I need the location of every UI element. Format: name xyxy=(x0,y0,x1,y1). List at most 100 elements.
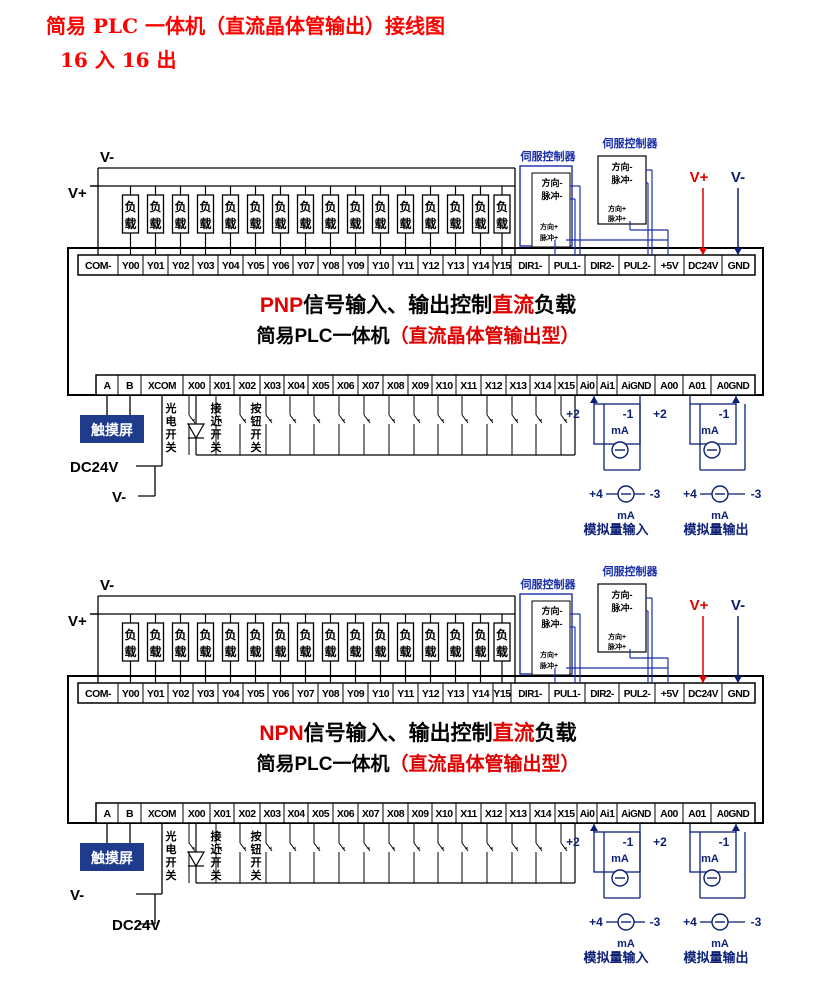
top-terminal-label: Y00 xyxy=(122,260,140,272)
load-label: 载 xyxy=(424,644,436,659)
switch-symbol xyxy=(388,842,396,858)
switch-symbol xyxy=(437,842,445,858)
arrow-head xyxy=(732,824,740,831)
load-label: 负 xyxy=(496,199,508,214)
load-label: 负 xyxy=(249,627,261,642)
bottom-terminal-label: X14 xyxy=(534,808,552,820)
bottom-terminal-label: A xyxy=(103,380,111,392)
sensor-label: 开 xyxy=(166,428,177,441)
load-label: 负 xyxy=(274,627,286,642)
analog-in-ma: mA xyxy=(617,510,635,522)
load-label: 载 xyxy=(274,216,286,231)
sensor-label: 关 xyxy=(166,440,177,454)
top-terminal-label: Y00 xyxy=(122,688,140,700)
servo-pulse: 脉冲- xyxy=(611,602,633,613)
bottom-terminal-label: X08 xyxy=(387,808,405,820)
sensor-label: 光 xyxy=(165,401,177,415)
top-terminal-label: PUL2- xyxy=(624,261,651,272)
load-label: 载 xyxy=(399,644,411,659)
top-terminal-label: Y07 xyxy=(297,688,315,700)
touchscreen-box xyxy=(80,843,144,871)
sensor-label: 近 xyxy=(211,842,222,856)
supply-label-upper: V- xyxy=(70,887,84,904)
load-label: 负 xyxy=(274,199,286,214)
load-label: 载 xyxy=(349,216,361,231)
load-label: 载 xyxy=(374,216,386,231)
load-label: 负 xyxy=(399,627,411,642)
arrow-head xyxy=(732,396,740,403)
servo-dir: 方向- xyxy=(542,605,563,616)
bottom-terminal-label: X02 xyxy=(238,808,256,820)
servo-dir-plus: 方向+ xyxy=(540,650,558,659)
load-label: 载 xyxy=(399,216,411,231)
sensor-label: 近 xyxy=(211,414,222,428)
arrow-head xyxy=(590,824,598,831)
bottom-terminal-label: X13 xyxy=(509,380,527,392)
analog-in-label: 模拟量输入 xyxy=(583,522,648,537)
top-terminal-label: GND xyxy=(728,688,751,700)
v-minus-label: V- xyxy=(100,149,114,166)
touchscreen-label: 触摸屏 xyxy=(90,422,133,438)
plc-subline: 简易PLC一体机（直流晶体管输出型） xyxy=(256,324,579,347)
servo-label-1: 伺服控制器 xyxy=(520,149,577,163)
analog-in-minus1: -1 xyxy=(623,407,634,421)
bottom-terminal-label: X15 xyxy=(557,380,575,392)
arrow-head xyxy=(590,396,598,403)
analog-out-minus3: -3 xyxy=(751,915,762,929)
top-terminal-label: DC24V xyxy=(688,689,719,700)
top-terminal-label: Y09 xyxy=(347,688,365,700)
load-label: 载 xyxy=(174,644,186,659)
bottom-terminal-label: A00 xyxy=(660,380,678,392)
servo-pulse-plus: 脉冲+ xyxy=(607,214,626,223)
load-label: 载 xyxy=(496,644,508,659)
sensor-label: 关 xyxy=(251,868,262,882)
bottom-terminal-label: X01 xyxy=(213,808,231,820)
load-label: 负 xyxy=(399,199,411,214)
bottom-terminal-label: X04 xyxy=(287,380,305,392)
top-terminal-label: Y10 xyxy=(372,260,390,272)
load-label: 负 xyxy=(124,199,136,214)
top-terminal-label: Y08 xyxy=(322,688,340,700)
switch-symbol xyxy=(511,414,519,430)
analog-in-minus1: -1 xyxy=(623,835,634,849)
load-label: 负 xyxy=(174,199,186,214)
load-label: 载 xyxy=(474,216,486,231)
load-label: 载 xyxy=(224,216,236,231)
supply-label-lower: DC24V xyxy=(112,917,160,934)
switch-symbol xyxy=(289,842,297,858)
load-label: 载 xyxy=(474,644,486,659)
servo-dir-plus: 方向+ xyxy=(608,632,626,641)
sensor-label: 开 xyxy=(251,428,262,441)
switch-symbol xyxy=(289,414,297,430)
load-label: 载 xyxy=(149,644,161,659)
right-v-minus: V- xyxy=(731,597,745,614)
load-label: 负 xyxy=(324,627,336,642)
bottom-terminal-label: AiGND xyxy=(621,809,651,820)
plc-headline: NPN信号输入、输出控制直流负载 xyxy=(259,721,576,745)
sensor-label: 关 xyxy=(166,868,177,882)
top-terminal-label: Y04 xyxy=(222,688,240,700)
analog-in-plus4: +4 xyxy=(589,487,603,501)
top-terminal-strip xyxy=(77,254,756,276)
bottom-terminal-label: X13 xyxy=(509,808,527,820)
load-label: 负 xyxy=(199,627,211,642)
analog-out-ma-upper: mA xyxy=(701,425,719,437)
load-label: 负 xyxy=(249,199,261,214)
switch-symbol xyxy=(461,842,469,858)
switch-symbol xyxy=(338,842,346,858)
analog-out-minus1: -1 xyxy=(719,835,730,849)
switch-symbol xyxy=(215,842,223,858)
servo-label-2: 伺服控制器 xyxy=(602,564,659,578)
switch-symbol xyxy=(265,842,273,858)
signal-type: NPN xyxy=(259,722,303,745)
signal-type: PNP xyxy=(260,294,303,317)
servo-dir: 方向- xyxy=(612,161,633,172)
switch-symbol xyxy=(535,842,543,858)
load-label: 负 xyxy=(124,627,136,642)
load-label: 负 xyxy=(496,627,508,642)
switch-symbol xyxy=(239,842,247,858)
bottom-terminal-label: X03 xyxy=(263,380,281,392)
top-terminal-label: Y03 xyxy=(197,688,215,700)
switch-symbol xyxy=(486,414,494,430)
